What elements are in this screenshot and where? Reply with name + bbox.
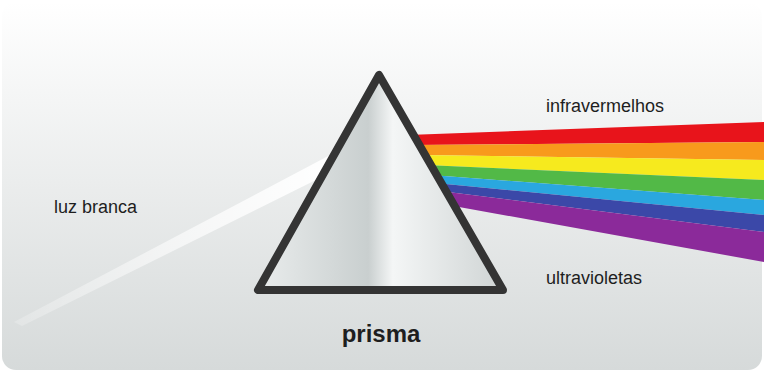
spectrum-band — [408, 122, 764, 145]
ultraviolet-label: ultravioletas — [546, 268, 642, 289]
prism-triangle — [258, 75, 503, 290]
prism-label: prisma — [342, 320, 421, 348]
light-label: luz branca — [54, 197, 137, 218]
spectrum-band — [440, 191, 764, 262]
infrared-label: infravermelhos — [546, 96, 664, 117]
